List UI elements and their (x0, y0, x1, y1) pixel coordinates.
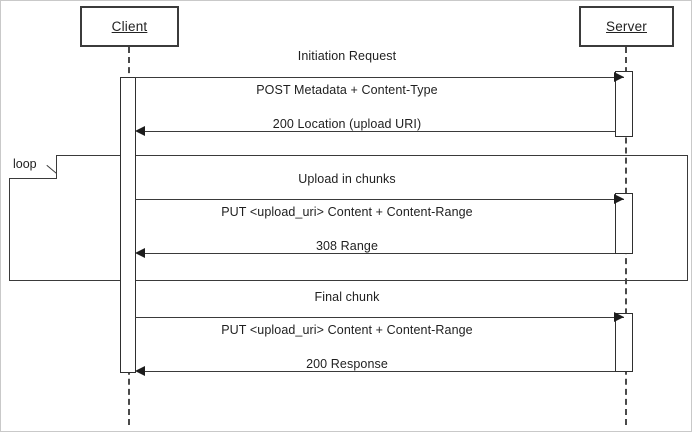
message-label-308-range: 308 Range (315, 239, 379, 253)
arrowhead-put-final-chunk (614, 312, 624, 322)
loop-fragment: loop (9, 155, 688, 281)
server-activation-bar-3 (615, 313, 633, 372)
message-label-post-metadata: POST Metadata + Content-Type (256, 83, 438, 97)
message-line-200-location (137, 131, 615, 132)
message-line-200-response (137, 371, 615, 372)
message-label-initiation-request: Initiation Request (297, 49, 397, 63)
message-label-put-chunk: PUT <upload_uri> Content + Content-Range (221, 205, 473, 219)
message-line-put-final-chunk (135, 317, 624, 318)
message-label-put-final-chunk: PUT <upload_uri> Content + Content-Range (221, 323, 473, 337)
participant-client[interactable]: Client (80, 6, 179, 47)
loop-fragment-label: loop (13, 157, 37, 171)
arrowhead-200-response (135, 366, 145, 376)
message-line-308-range (137, 253, 615, 254)
client-activation-bar (120, 77, 136, 373)
arrowhead-308-range (135, 248, 145, 258)
arrowhead-put-chunk (614, 194, 624, 204)
message-label-200-response: 200 Response (306, 357, 388, 371)
fragment-corner-cut (46, 168, 56, 178)
server-activation-bar-1 (615, 71, 633, 137)
message-line-post-metadata (135, 77, 624, 78)
message-label-200-location: 200 Location (upload URI) (272, 117, 422, 131)
message-label-upload-in-chunks: Upload in chunks (298, 172, 396, 186)
participant-server[interactable]: Server (579, 6, 674, 47)
loop-fragment-tab: loop (9, 155, 57, 179)
message-line-put-chunk (135, 199, 624, 200)
server-activation-bar-2 (615, 193, 633, 254)
message-label-final-chunk: Final chunk (314, 290, 380, 304)
arrowhead-post-metadata (614, 72, 624, 82)
participant-server-label: Server (606, 19, 647, 34)
participant-client-label: Client (111, 19, 148, 34)
arrowhead-200-location (135, 126, 145, 136)
